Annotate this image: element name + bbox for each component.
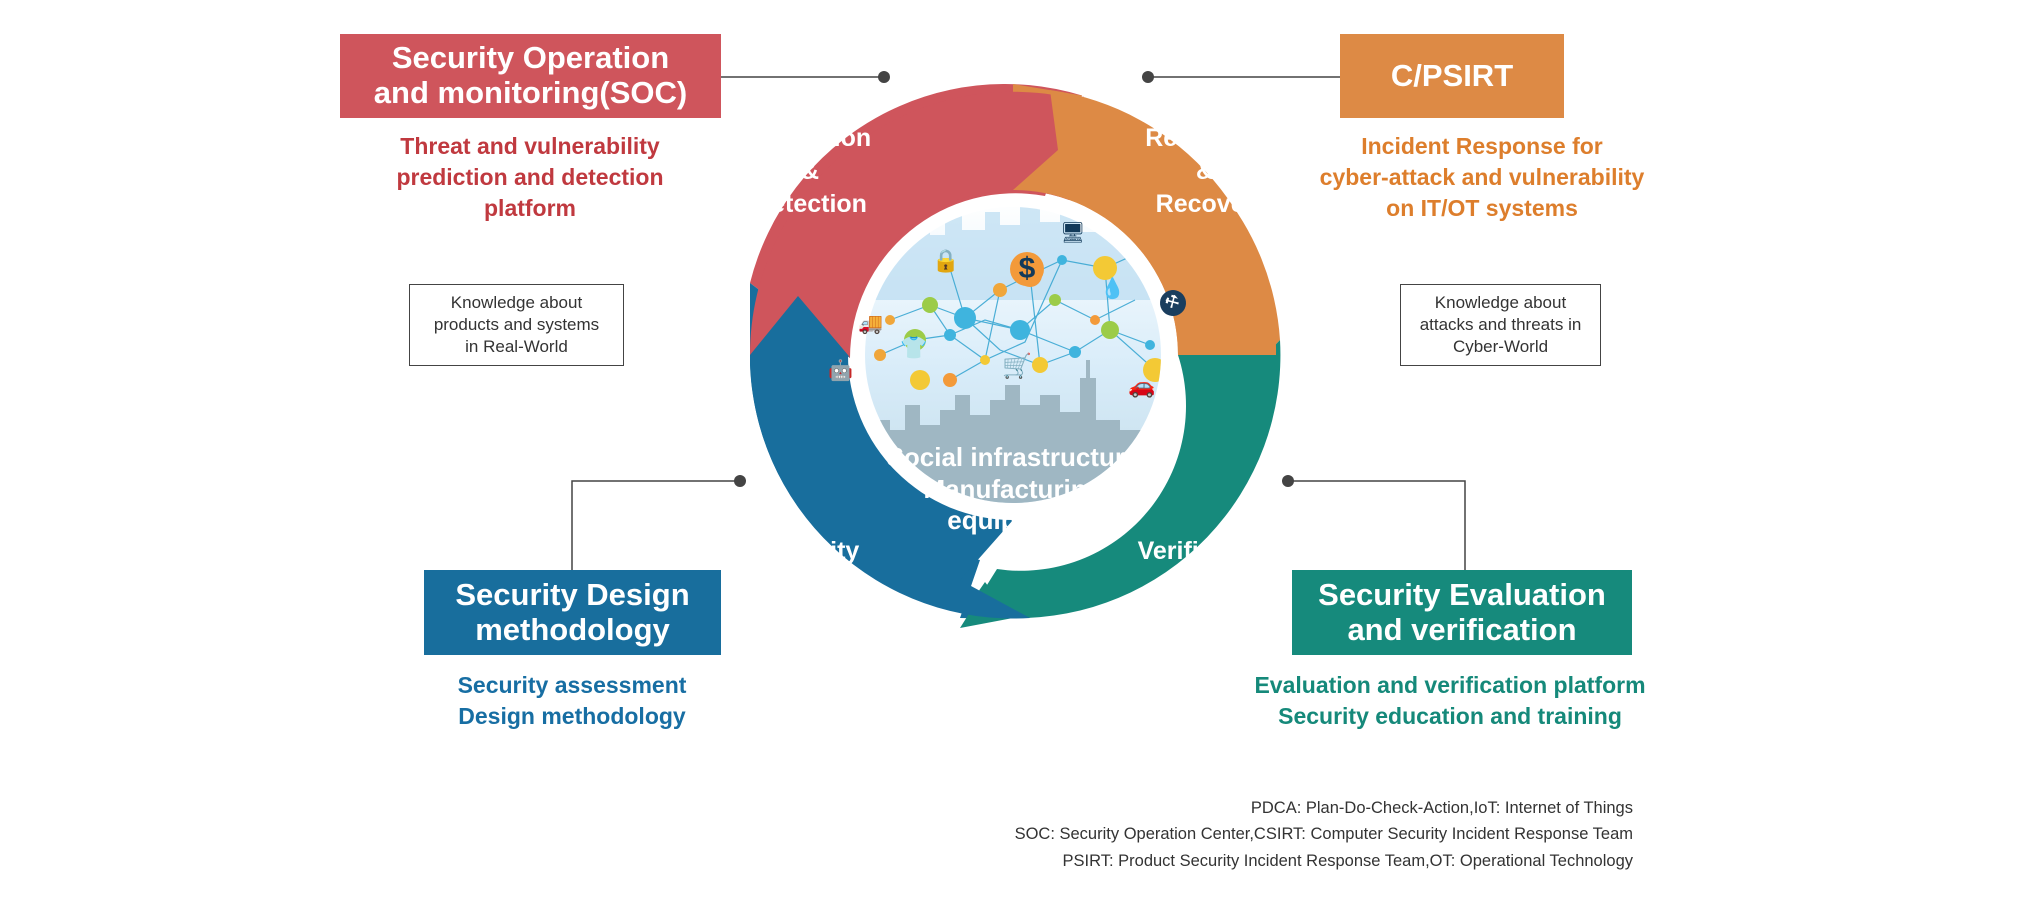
center-line-1: Social infrastructure	[886, 442, 1140, 472]
footnote-line: PDCA: Plan-Do-Check-Action,IoT: Internet…	[1250, 799, 1633, 817]
phase-line: &	[800, 157, 820, 185]
center-line-2: Manufacturing	[923, 473, 1103, 504]
phase-line: Exercise	[1153, 603, 1257, 631]
box-title-line: Security Evaluation	[1318, 576, 1606, 612]
footnote-line: PSIRT: Product Security Incident Respons…	[1062, 851, 1633, 870]
phase-line: Detection	[753, 190, 867, 218]
desc-line: Security education and training	[1278, 703, 1622, 730]
knowledge-line: Cyber-World	[1452, 337, 1549, 357]
design-title-box: Security Design methodology	[424, 570, 721, 655]
phase-line: Prediction	[748, 124, 872, 152]
robot-icon: 🤖	[828, 360, 853, 382]
desc-line: cyber-attack and vulnerability	[1319, 164, 1645, 191]
phase-line: by	[795, 570, 825, 598]
box-title-line: Security Operation	[391, 40, 670, 76]
phase-line: Design	[768, 603, 852, 631]
phase-line: Security	[760, 537, 860, 565]
box-title-line: methodology	[475, 611, 670, 647]
knowledge-line: in Real-World	[465, 337, 568, 357]
box-title-line: and verification	[1347, 611, 1577, 647]
lock-icon: 🔒	[932, 248, 960, 273]
knowledge-line: Knowledge about	[1434, 292, 1567, 312]
soc-title-box: Security Operation and monitoring(SOC)	[340, 34, 721, 118]
car-icon: 🚗	[1128, 373, 1156, 398]
desc-line: on IT/OT systems	[1386, 195, 1578, 222]
cart-icon: 🛒	[1002, 353, 1032, 380]
desc-line: platform	[484, 195, 576, 222]
box-title-line: Security Design	[455, 576, 690, 612]
desc-line: Security assessment	[457, 672, 687, 698]
design-description: Security assessment Design methodology	[392, 670, 752, 732]
phase-line: Recover	[1155, 190, 1255, 218]
knowledge-line: products and systems	[433, 314, 600, 334]
knowledge-line: attacks and threats in	[1419, 314, 1582, 334]
phase-line: Verification	[1137, 537, 1273, 565]
desc-line: Threat and vulnerability	[400, 133, 660, 159]
desc-line: Incident Response for	[1361, 133, 1603, 159]
shirt-icon: 👕	[900, 335, 928, 360]
phase-line: Response	[1145, 124, 1265, 152]
center-label: Social infrastructure Manufacturing equi…	[863, 442, 1163, 537]
dollar-icon: $	[1010, 252, 1044, 286]
phase-response-recover: Response & Recover	[1115, 122, 1295, 221]
evaluation-description: Evaluation and verification platform Sec…	[1230, 670, 1670, 732]
box-title-line: and monitoring(SOC)	[373, 75, 688, 110]
desc-line: Evaluation and verification platform	[1254, 672, 1646, 698]
box-title-line: C/PSIRT	[1390, 57, 1514, 93]
knowledge-real-world-box: Knowledge about products and systems in …	[409, 284, 624, 366]
evaluation-title-box: Security Evaluation and verification	[1292, 570, 1632, 655]
phase-security-by-design: Security by Design	[720, 535, 900, 634]
drop-icon: 💧	[1100, 278, 1125, 300]
phase-prediction-detection: Prediction & Detection	[720, 122, 900, 221]
desc-line: prediction and detection	[396, 164, 664, 191]
center-line-3: equipment	[947, 505, 1079, 536]
psirt-title-box: C/PSIRT	[1340, 34, 1564, 118]
desc-line: Design methodology	[458, 703, 686, 730]
monitor-icon: 🖥	[1060, 222, 1086, 244]
truck-icon: 🚚	[858, 313, 883, 335]
knowledge-cyber-world-box: Knowledge about attacks and threats in C…	[1400, 284, 1601, 366]
phase-line: &	[1195, 157, 1215, 185]
knowledge-line: Knowledge about	[450, 292, 583, 312]
center-illustration	[865, 207, 1161, 503]
psirt-description: Incident Response for cyber-attack and v…	[1282, 131, 1682, 224]
footnote-line: SOC: Security Operation Center,CSIRT: Co…	[1014, 825, 1633, 844]
phase-verification-exercise: Verification & Exercise	[1115, 535, 1295, 634]
footnotes: PDCA: Plan-Do-Check-Action,IoT: Internet…	[900, 795, 1633, 874]
phase-line: &	[1195, 570, 1215, 598]
soc-description: Threat and vulnerability prediction and …	[340, 131, 720, 224]
